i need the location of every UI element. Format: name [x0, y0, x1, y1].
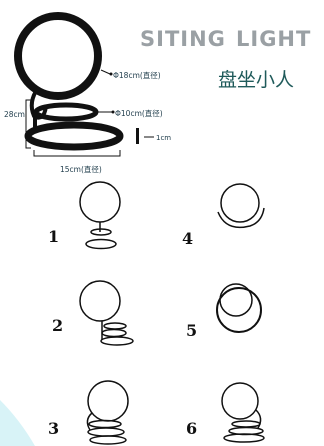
variant-stem [255, 409, 262, 429]
variant-head [221, 382, 259, 420]
main-lamp-drawing [14, 12, 124, 151]
variant-6: 6 [186, 382, 265, 443]
top-ring-leader [100, 69, 111, 75]
variant-5: 5 [186, 283, 262, 340]
variant-ring-2 [87, 427, 125, 437]
variant-number: 3 [48, 419, 59, 438]
top-ring-label: Φ18cm(直径) [113, 70, 161, 80]
base-ring [24, 121, 124, 151]
variant-4: 4 [182, 183, 265, 248]
middle-ring-marker [111, 110, 115, 114]
middle-ring-label: Φ10cm(直径) [115, 108, 163, 118]
base-label: 15cm(直径) [60, 164, 102, 174]
title-word-siting: SITING [140, 27, 226, 51]
height-label: 28cm [4, 110, 25, 119]
height-bracket [25, 99, 31, 149]
thickness-label: 1cm [156, 134, 171, 142]
base-bracket [33, 150, 121, 157]
variant-base [89, 435, 127, 445]
variant-ring [103, 322, 127, 330]
variant-2: 2 [52, 280, 134, 346]
variant-head [220, 183, 260, 223]
variant-ring [88, 419, 122, 429]
variant-number: 4 [182, 229, 193, 248]
top-ring-marker [109, 72, 113, 76]
variant-head [79, 181, 121, 223]
background-arc [0, 400, 35, 446]
variant-base [217, 207, 265, 229]
dimension-annotations: Φ18cm(直径) Φ10cm(直径) 28cm 1cm 15cm(直径) [4, 69, 171, 174]
variant-ring [231, 420, 261, 428]
variant-head [87, 380, 129, 422]
variant-ring [90, 228, 112, 236]
variant-number: 5 [186, 321, 197, 340]
variant-stem [86, 412, 93, 431]
variant-3: 3 [48, 380, 129, 445]
variant-head [79, 280, 121, 322]
title-block: SITING LIGHT 盘坐小人 [140, 27, 311, 91]
variant-base [85, 238, 117, 250]
thickness-bar [136, 128, 139, 144]
variant-number: 2 [52, 316, 63, 335]
variant-1: 1 [48, 181, 121, 250]
variant-number: 6 [186, 419, 197, 438]
variant-base [223, 433, 265, 443]
title-word-light: LIGHT [236, 27, 311, 51]
variant-base [216, 287, 262, 333]
top-ring [14, 12, 102, 100]
variant-ring-2 [101, 328, 127, 338]
variant-number: 1 [48, 227, 59, 246]
subtitle-cn: 盘坐小人 [218, 69, 294, 91]
variant-base [100, 336, 134, 346]
